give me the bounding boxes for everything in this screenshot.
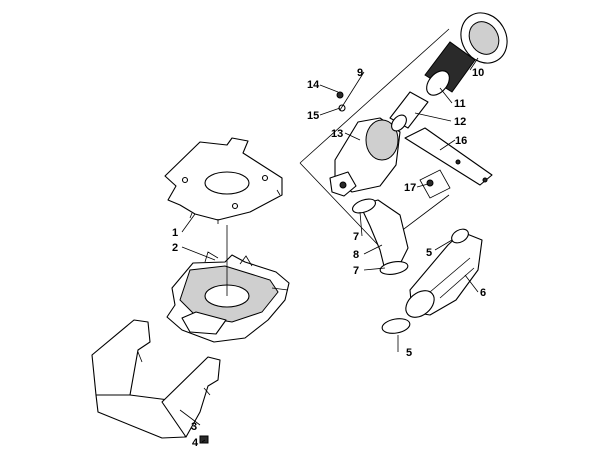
- mounting-plate: [404, 127, 493, 199]
- callout-9: 9: [357, 67, 363, 79]
- callout-16: 16: [455, 135, 467, 147]
- callout-13: 13: [331, 128, 343, 140]
- intake-duct: [405, 231, 483, 318]
- cover-plate: [164, 137, 283, 224]
- callout-5b: 5: [406, 347, 412, 359]
- callout-2: 2: [172, 242, 178, 254]
- fasteners-14-15: [336, 91, 346, 112]
- callout-3: 3: [191, 421, 197, 433]
- filter-cap: [460, 12, 508, 64]
- callout-10: 10: [472, 67, 484, 79]
- filter-element: [424, 41, 476, 96]
- callout-5a: 5: [426, 247, 432, 259]
- callout-4: 4: [192, 437, 199, 449]
- bolt-4: [199, 435, 209, 444]
- callout-15: 15: [307, 110, 319, 122]
- callout-1: 1: [172, 227, 178, 239]
- clamps-5: [381, 228, 469, 334]
- inner-tube: [389, 91, 429, 132]
- elbow-hose: [351, 198, 409, 275]
- callout-8: 8: [353, 249, 359, 261]
- leader-lines: [179, 57, 479, 443]
- air-box-base: [166, 225, 290, 343]
- callout-14: 14: [307, 79, 320, 91]
- callout-7a: 7: [353, 231, 359, 243]
- mounting-bracket: [91, 319, 221, 439]
- callout-17: 17: [404, 182, 416, 194]
- callout-6: 6: [480, 287, 486, 299]
- screw-17: [426, 179, 434, 187]
- callout-12: 12: [454, 116, 466, 128]
- callout-7b: 7: [353, 265, 359, 277]
- callout-11: 11: [454, 98, 466, 110]
- filter-housing: [329, 117, 401, 197]
